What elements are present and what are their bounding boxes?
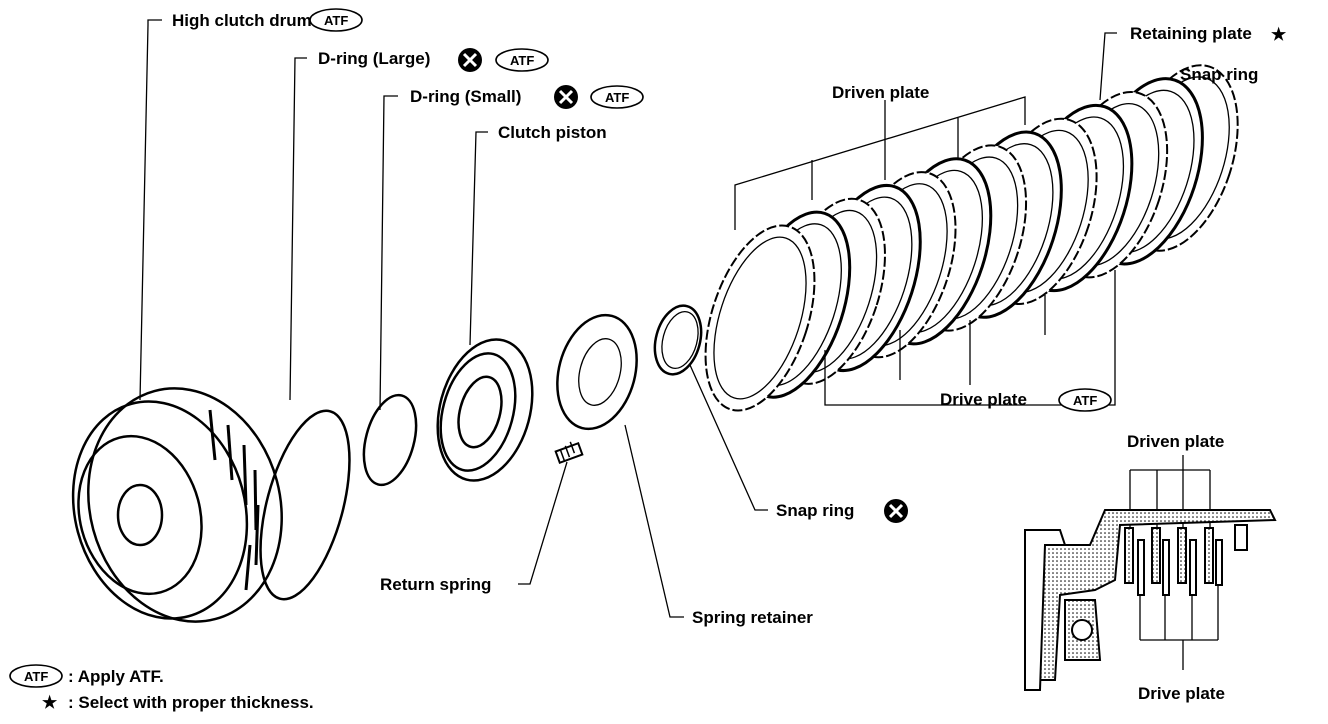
label-driven-plate: Driven plate	[832, 83, 929, 102]
label-spring-retainer: Spring retainer	[692, 608, 813, 627]
legend: ATF : Apply ATF. ★ : Select with proper …	[9, 664, 314, 712]
atf-badge: ATF	[495, 48, 549, 72]
label-clutch-piston: Clutch piston	[498, 123, 607, 142]
legend-atf-text: : Apply ATF.	[68, 667, 164, 686]
return-spring	[554, 441, 584, 465]
label-drive-plate: Drive plate	[940, 390, 1027, 409]
inset-cross-section: Driven plate Drive plate	[1024, 432, 1277, 703]
clutch-pack	[704, 64, 1239, 412]
label-d-ring-small: D-ring (Small)	[410, 87, 521, 106]
spring-retainer	[556, 313, 638, 431]
leader-lines	[139, 19, 1117, 618]
high-clutch-drum	[71, 387, 283, 623]
legend-star-icon: ★	[42, 693, 58, 712]
svg-text:ATF: ATF	[324, 13, 348, 28]
d-ring-large	[259, 409, 351, 601]
label-snap-ring-outer: Snap ring	[1180, 65, 1258, 84]
legend-star-text: : Select with proper thickness.	[68, 693, 314, 712]
label-high-clutch-drum: High clutch drum	[172, 11, 312, 30]
label-retaining-plate: Retaining plate	[1130, 24, 1252, 43]
atf-badge: ATF	[309, 8, 363, 32]
svg-text:ATF: ATF	[24, 669, 48, 684]
svg-text:ATF: ATF	[1073, 393, 1097, 408]
svg-text:ATF: ATF	[510, 53, 534, 68]
d-ring-small	[362, 393, 418, 487]
clutch-piston	[436, 338, 534, 482]
label-return-spring: Return spring	[380, 575, 491, 594]
atf-badge: ATF	[590, 85, 644, 109]
label-snap-ring-inner: Snap ring	[776, 501, 854, 520]
svg-text:ATF: ATF	[605, 90, 629, 105]
replace-x-icon	[456, 46, 484, 74]
plate-leader-lines	[734, 96, 1116, 406]
label-d-ring-large: D-ring (Large)	[318, 49, 430, 68]
snap-ring-inner	[653, 304, 703, 376]
inset-label-driven-plate: Driven plate	[1127, 432, 1224, 451]
replace-x-icon	[882, 497, 910, 525]
replace-x-icon	[552, 83, 580, 111]
legend-atf-symbol: ATF	[9, 664, 63, 688]
atf-badge: ATF	[1058, 388, 1112, 412]
star-icon: ★	[1271, 25, 1287, 44]
inset-label-drive-plate: Drive plate	[1138, 684, 1225, 703]
plate-inner-edge	[713, 236, 807, 400]
